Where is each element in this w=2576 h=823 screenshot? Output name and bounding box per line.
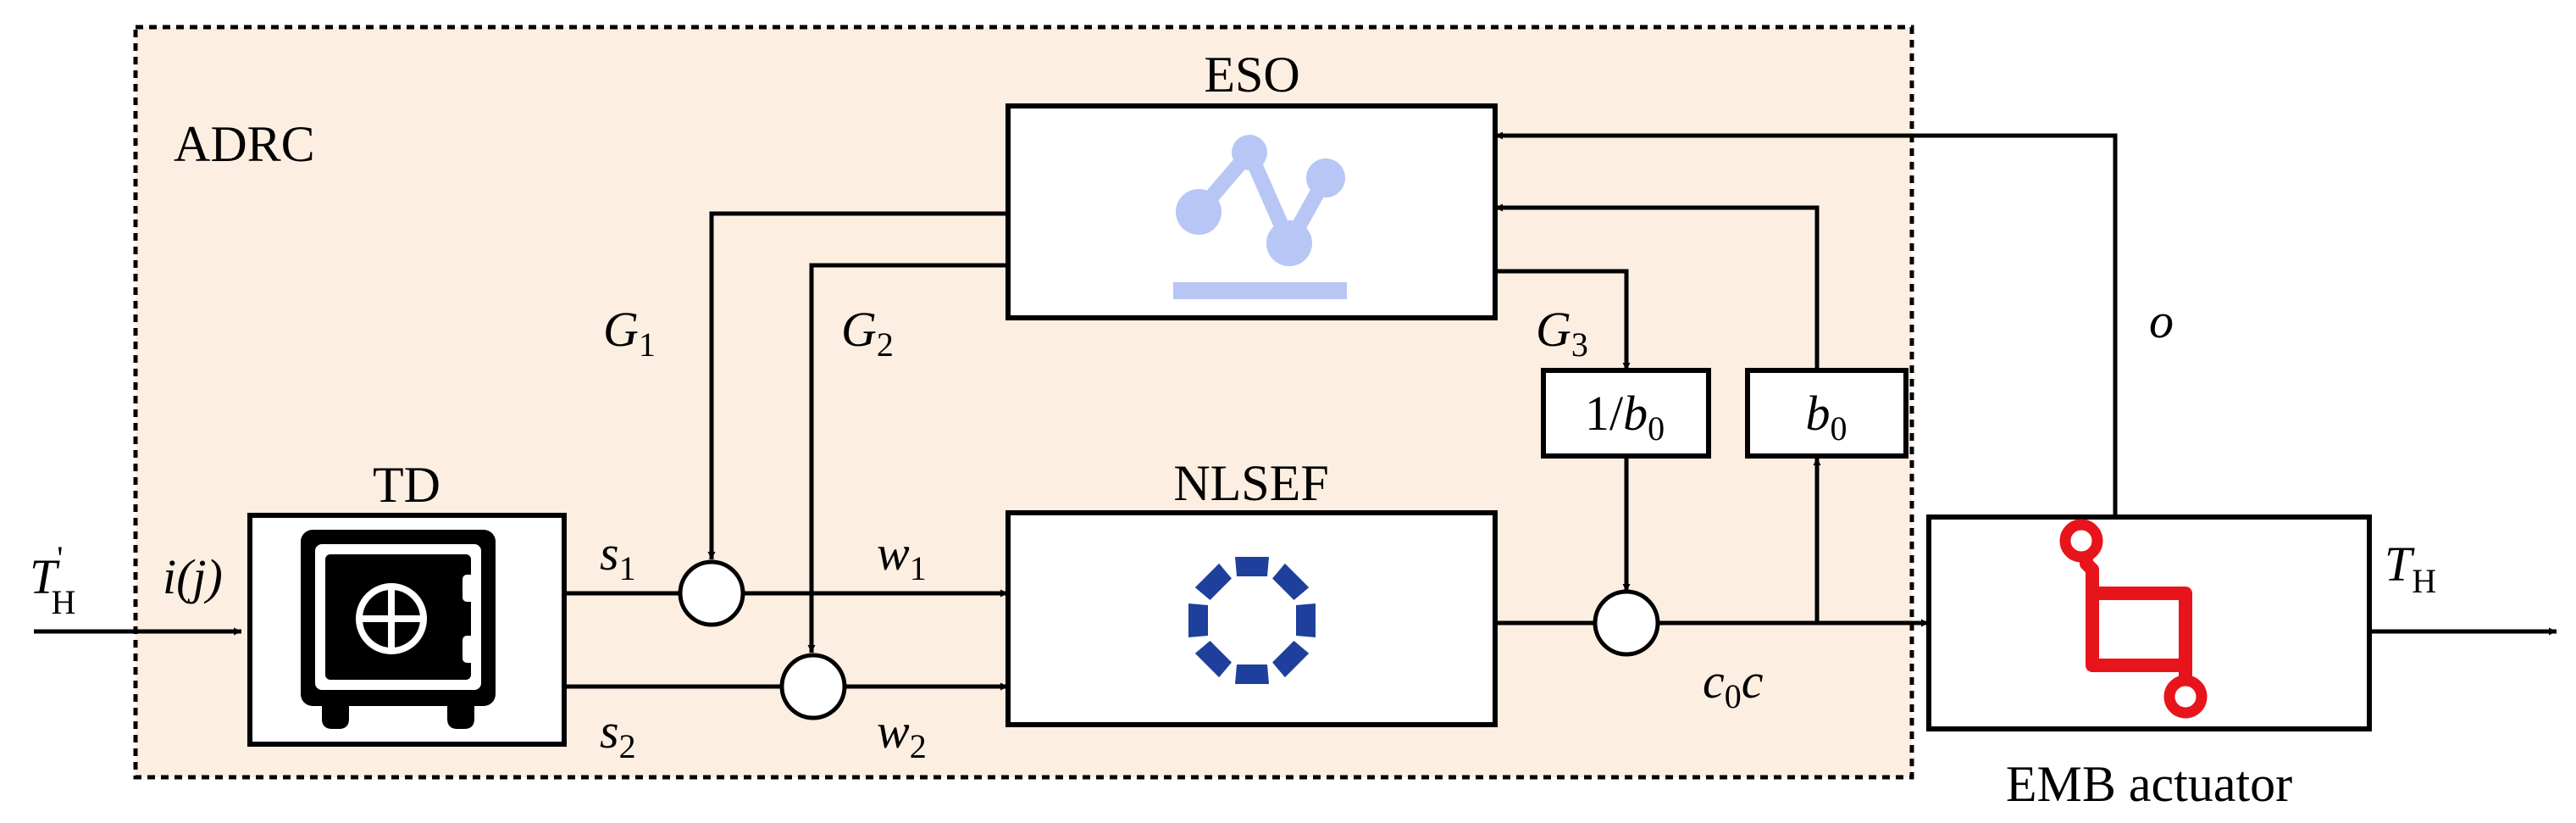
nlsef-block — [1005, 510, 1498, 727]
g2-feedback-path — [807, 263, 1008, 653]
control-label: c0c — [1703, 653, 1764, 715]
b0-to-eso-path — [1495, 203, 1820, 370]
g3-label: G3 — [1536, 302, 1588, 364]
ring-segments-icon — [1188, 557, 1316, 684]
o-feedback-path — [1495, 131, 2118, 517]
output-label: TH — [2385, 537, 2436, 600]
input-ref-label: T'H — [30, 539, 75, 621]
circuit-trace-icon — [2059, 519, 2208, 719]
s1-label: s1 — [600, 525, 636, 587]
s2-label: s2 — [600, 703, 636, 765]
node-graph-icon — [1173, 135, 1347, 299]
gain-label: b0 — [1806, 386, 1848, 448]
td-input-label: i(j) — [163, 549, 223, 604]
inverse-gain-label: 1/b0 — [1585, 386, 1665, 448]
g1-feedback-path — [707, 211, 1008, 559]
actuator-label: EMB actuator — [2006, 756, 2292, 812]
sum-junction-3 — [1593, 589, 1660, 657]
safe-icon — [301, 530, 496, 729]
sum-junction-2 — [779, 653, 847, 720]
w1-label: w1 — [877, 525, 927, 587]
g3-path — [1495, 269, 1631, 370]
actuator-block — [1926, 514, 2372, 731]
nlsef-label: NLSEF — [1173, 455, 1328, 511]
eso-label: ESO — [1204, 47, 1299, 103]
g1-label: G1 — [603, 302, 656, 364]
g2-label: G2 — [841, 302, 894, 364]
inverse-gain-block — [1541, 368, 1711, 459]
adrc-group-label: ADRC — [174, 116, 315, 172]
gain-block — [1745, 368, 1908, 459]
sum-junction-1 — [678, 559, 745, 627]
w2-label: w2 — [877, 703, 927, 765]
feedback-o-label: o — [2149, 293, 2174, 348]
td-label: TD — [373, 457, 440, 513]
